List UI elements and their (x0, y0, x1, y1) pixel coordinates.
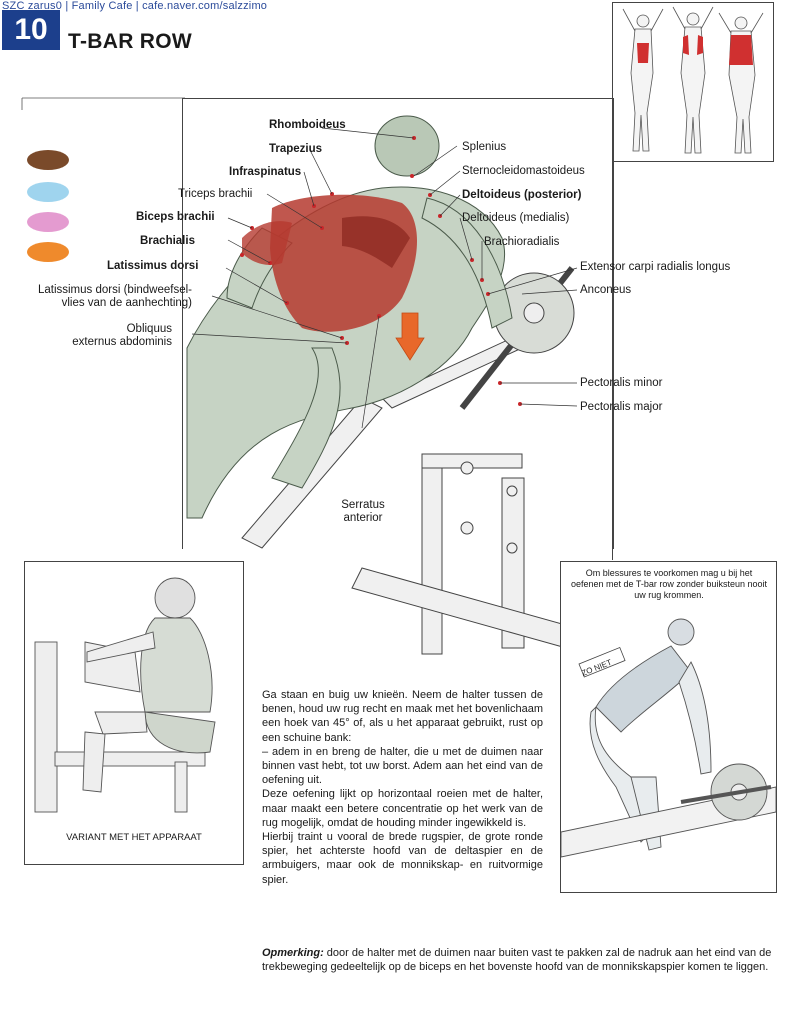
label-triceps: Triceps brachii (178, 188, 253, 200)
chapter-number-badge: 10 (2, 10, 60, 50)
legend-swatch-blue (27, 182, 69, 202)
legend-swatch-brown (27, 150, 69, 170)
instruction-paragraph: Hierbij traint u vooral de brede rugspie… (262, 831, 543, 886)
muscle-figures-illustration (622, 6, 764, 154)
label-brachioradialis: Brachioradialis (484, 236, 560, 248)
page-title: T-BAR ROW (68, 30, 193, 53)
main-illustration-frame (182, 98, 614, 549)
injury-note-text: Om blessures te voorkomen mag u bij het … (571, 568, 767, 600)
note-text: door de halter met de duimen naar buiten… (262, 947, 772, 974)
label-obliquus-1: Obliquus (126, 323, 172, 335)
label-latissimus-tendon-2: vlies van de aanhechting) (61, 297, 192, 309)
bracket-line (21, 97, 185, 110)
label-anconeus: Anconeus (580, 284, 632, 296)
label-brachialis: Brachialis (140, 235, 195, 247)
label-latissimus: Latissimus dorsi (107, 260, 199, 272)
label-serratus-1: Serratus (341, 499, 385, 511)
label-rhomboideus: Rhomboideus (269, 119, 346, 131)
label-pectoralis-major: Pectoralis major (580, 401, 663, 413)
note-label: Opmerking: (262, 947, 324, 959)
variant-box: VARIANT MET HET APPARAAT (24, 561, 244, 865)
variant-caption: VARIANT MET HET APPARAAT (66, 832, 202, 843)
label-splenius: Splenius (462, 141, 507, 153)
instruction-paragraph: Ga staan en buig uw knieën. Neem de halt… (262, 689, 543, 744)
instructions-body: Ga staan en buig uw knieën. Neem de halt… (262, 688, 543, 887)
injury-warning-box: Om blessures te voorkomen mag u bij het … (560, 561, 777, 893)
incorrect-posture-illustration: ZO NIET (561, 618, 776, 858)
label-obliquus-2: externus abdominis (72, 336, 172, 348)
label-trapezius: Trapezius (269, 143, 323, 155)
frame-divider (612, 160, 613, 560)
label-sternocleidomastoideus: Sternocleidomastoideus (462, 165, 585, 177)
watermark: SZC zarus0 | Family Cafe | cafe.naver.co… (2, 0, 268, 12)
label-infraspinatus: Infraspinatus (229, 166, 302, 178)
label-serratus-2: anterior (343, 512, 383, 524)
note-block: Opmerking: door de halter met de duimen … (262, 946, 782, 974)
instruction-paragraph: – adem in en breng de halter, die u met … (262, 745, 543, 787)
legend-swatch-orange (27, 242, 69, 262)
label-extensor-carpi: Extensor carpi radialis longus (580, 261, 731, 273)
label-latissimus-tendon-1: Latissimus dorsi (bindweefsel- (37, 284, 192, 296)
legend-swatch-pink (27, 212, 69, 232)
label-deltoideus-medialis: Deltoideus (medialis) (462, 212, 570, 224)
label-deltoideus-posterior: Deltoideus (posterior) (462, 189, 582, 201)
label-biceps: Biceps brachii (136, 211, 215, 223)
variant-machine-illustration (34, 577, 216, 813)
t-bar-row-illustration (186, 115, 612, 659)
muscle-figure-box (612, 2, 774, 162)
label-pectoralis-minor: Pectoralis minor (580, 377, 663, 389)
instruction-paragraph: Deze oefening lijkt op horizontaal roeie… (262, 788, 543, 829)
